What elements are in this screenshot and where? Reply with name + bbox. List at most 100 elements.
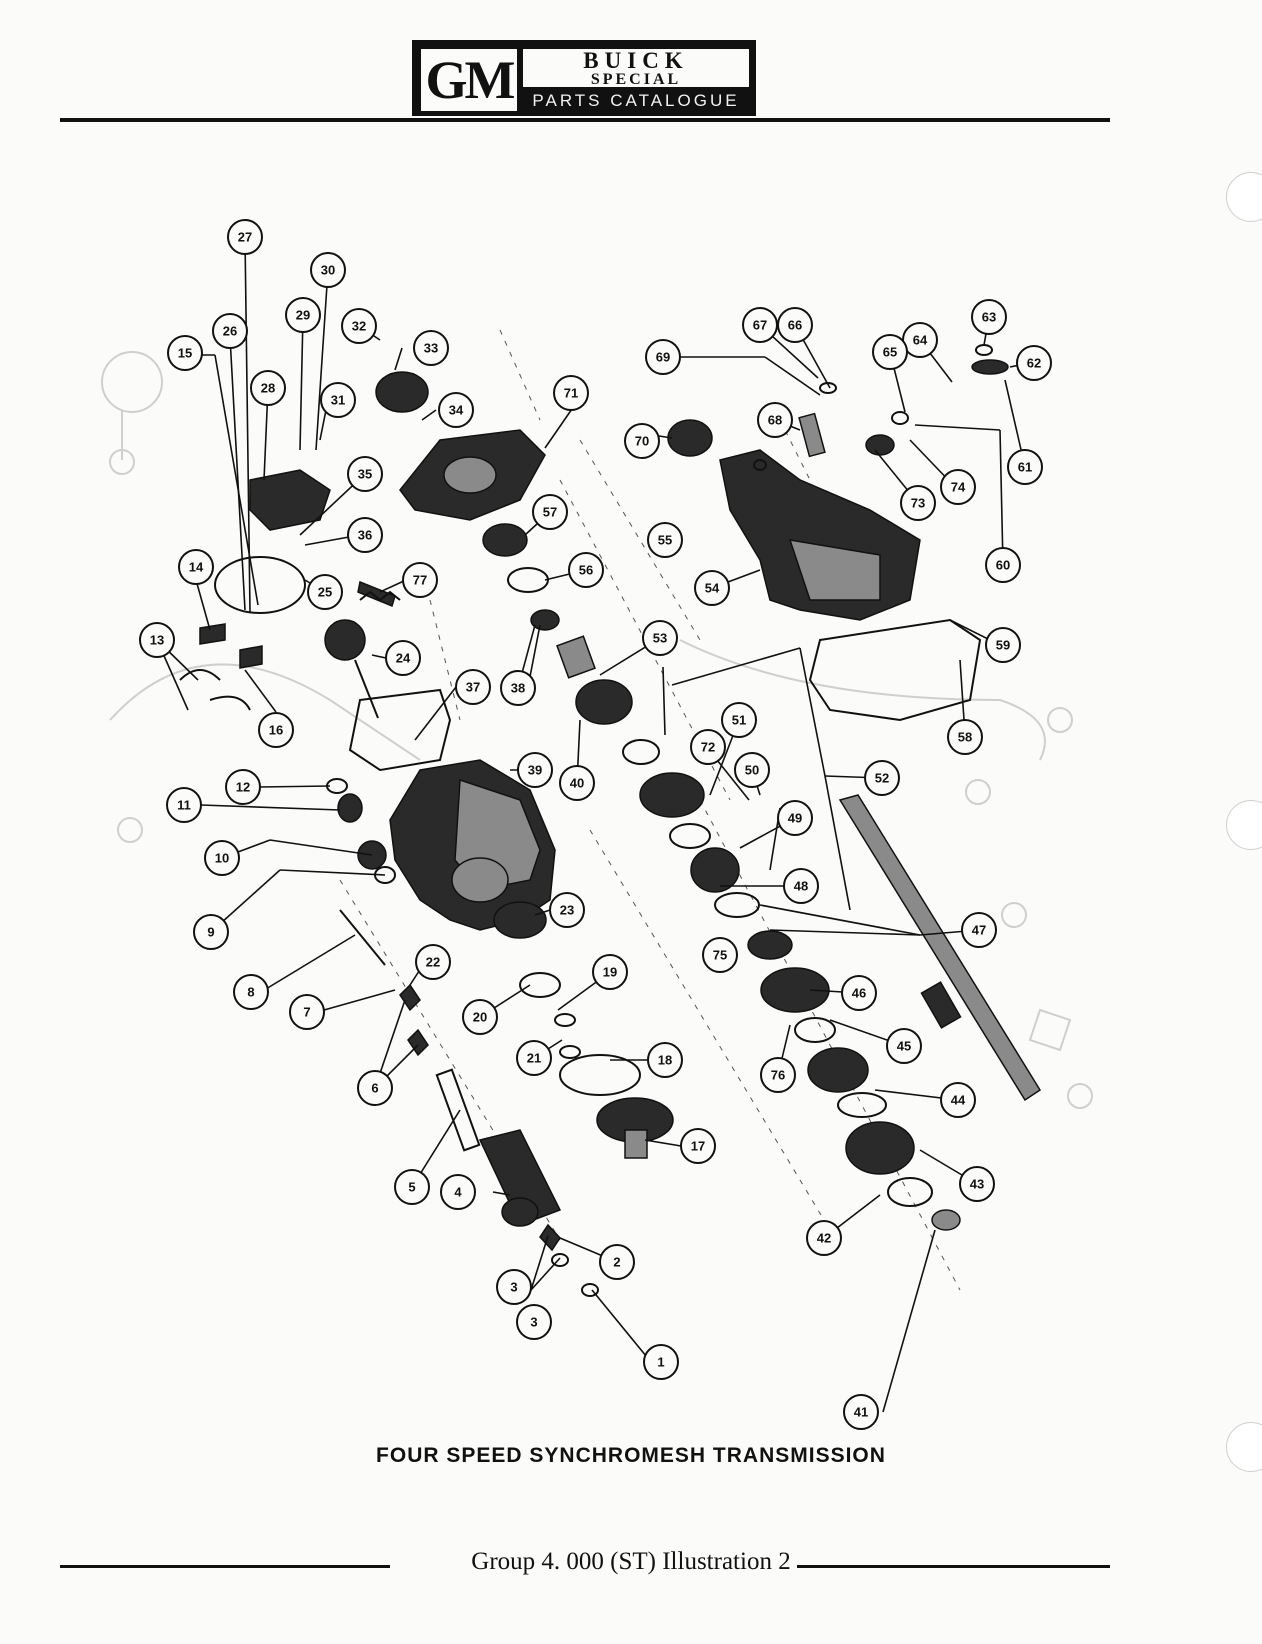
svg-text:45: 45 xyxy=(897,1039,911,1054)
callout-54: 54 xyxy=(694,570,730,606)
svg-text:38: 38 xyxy=(511,681,525,696)
callout-63: 63 xyxy=(971,299,1007,335)
callout-22: 22 xyxy=(415,944,451,980)
svg-text:29: 29 xyxy=(296,308,310,323)
svg-text:17: 17 xyxy=(691,1139,705,1154)
callout-27: 27 xyxy=(227,219,263,255)
callout-23: 23 xyxy=(549,892,585,928)
clutch-gear xyxy=(324,619,379,719)
svg-text:3: 3 xyxy=(530,1315,537,1330)
callout-49: 49 xyxy=(777,800,813,836)
callout-28: 28 xyxy=(250,370,286,406)
callout-31: 31 xyxy=(320,382,356,418)
logo-make-block: BUICK SPECIAL xyxy=(523,49,749,88)
extension-housing xyxy=(719,449,921,621)
callout-29: 29 xyxy=(285,297,321,333)
svg-text:51: 51 xyxy=(732,713,746,728)
svg-text:53: 53 xyxy=(653,631,667,646)
svg-text:15: 15 xyxy=(178,346,192,361)
gears-and-bearings xyxy=(179,344,1009,1297)
callout-65: 65 xyxy=(872,334,908,370)
svg-text:33: 33 xyxy=(424,341,438,356)
svg-text:34: 34 xyxy=(449,403,464,418)
svg-text:70: 70 xyxy=(635,434,649,449)
callout-44: 44 xyxy=(940,1082,976,1118)
callout-8: 8 xyxy=(233,974,269,1010)
callout-74: 74 xyxy=(940,469,976,505)
svg-text:23: 23 xyxy=(560,903,574,918)
svg-text:35: 35 xyxy=(358,467,372,482)
callout-72: 72 xyxy=(690,729,726,765)
callout-2: 2 xyxy=(599,1244,635,1280)
callout-30: 30 xyxy=(310,252,346,288)
svg-text:30: 30 xyxy=(321,263,335,278)
callout-62: 62 xyxy=(1016,345,1052,381)
callout-19: 19 xyxy=(592,954,628,990)
svg-text:40: 40 xyxy=(570,776,584,791)
callout-57: 57 xyxy=(532,494,568,530)
callout-46: 46 xyxy=(841,975,877,1011)
reverse-idler-shaft xyxy=(339,909,386,966)
svg-text:9: 9 xyxy=(207,925,214,940)
footer-label-text: Group 4. 000 (ST) Illustration 2 xyxy=(465,1548,797,1575)
svg-text:2: 2 xyxy=(613,1255,620,1270)
callout-59: 59 xyxy=(985,627,1021,663)
svg-text:65: 65 xyxy=(883,345,897,360)
svg-text:62: 62 xyxy=(1027,356,1041,371)
shift-cover xyxy=(249,469,331,531)
callout-14: 14 xyxy=(178,549,214,585)
svg-text:1: 1 xyxy=(657,1355,664,1370)
svg-text:14: 14 xyxy=(189,560,204,575)
callout-35: 35 xyxy=(347,456,383,492)
svg-text:55: 55 xyxy=(658,533,672,548)
callout-68: 68 xyxy=(757,402,793,438)
svg-text:61: 61 xyxy=(1018,460,1032,475)
callout-42: 42 xyxy=(806,1220,842,1256)
callout-15: 15 xyxy=(167,335,203,371)
callout-51: 51 xyxy=(721,702,757,738)
callout-48: 48 xyxy=(783,868,819,904)
svg-text:48: 48 xyxy=(794,879,808,894)
callout-34: 34 xyxy=(438,392,474,428)
svg-text:68: 68 xyxy=(768,413,782,428)
footer-group-label: Group 4. 000 (ST) Illustration 2 xyxy=(0,1548,1262,1576)
callout-9: 9 xyxy=(193,914,229,950)
callout-40: 40 xyxy=(559,765,595,801)
svg-text:75: 75 xyxy=(713,948,727,963)
svg-text:27: 27 xyxy=(238,230,252,245)
gm-buick-logo: GM BUICK SPECIAL PARTS CATALOGUE xyxy=(412,40,756,116)
callout-53: 53 xyxy=(642,620,678,656)
logo-subtitle: PARTS CATALOGUE xyxy=(532,91,740,110)
callout-75: 75 xyxy=(702,937,738,973)
callout-66: 66 xyxy=(777,307,813,343)
callout-3a: 3 xyxy=(496,1269,532,1305)
svg-text:22: 22 xyxy=(426,955,440,970)
svg-text:72: 72 xyxy=(701,740,715,755)
svg-text:50: 50 xyxy=(745,763,759,778)
svg-text:54: 54 xyxy=(705,581,720,596)
callout-56: 56 xyxy=(568,552,604,588)
svg-text:19: 19 xyxy=(603,965,617,980)
illustration-title: FOUR SPEED SYNCHROMESH TRANSMISSION xyxy=(376,1444,886,1467)
callout-5: 5 xyxy=(394,1169,430,1205)
svg-text:77: 77 xyxy=(413,573,427,588)
callout-71: 71 xyxy=(553,375,589,411)
countershaft-gear xyxy=(478,1129,562,1227)
callout-67: 67 xyxy=(742,307,778,343)
svg-text:73: 73 xyxy=(911,496,925,511)
callout-73: 73 xyxy=(900,485,936,521)
callout-21: 21 xyxy=(516,1040,552,1076)
callout-70: 70 xyxy=(624,423,660,459)
svg-text:7: 7 xyxy=(303,1005,310,1020)
adapter-plate xyxy=(399,429,546,521)
callout-50: 50 xyxy=(734,752,770,788)
svg-text:52: 52 xyxy=(875,771,889,786)
svg-text:57: 57 xyxy=(543,505,557,520)
callout-41: 41 xyxy=(843,1394,879,1430)
callout-76: 76 xyxy=(760,1057,796,1093)
footer-rule-left xyxy=(60,1565,390,1568)
callout-7: 7 xyxy=(289,994,325,1030)
svg-text:10: 10 xyxy=(215,851,229,866)
svg-text:20: 20 xyxy=(473,1010,487,1025)
callout-38: 38 xyxy=(500,670,536,706)
